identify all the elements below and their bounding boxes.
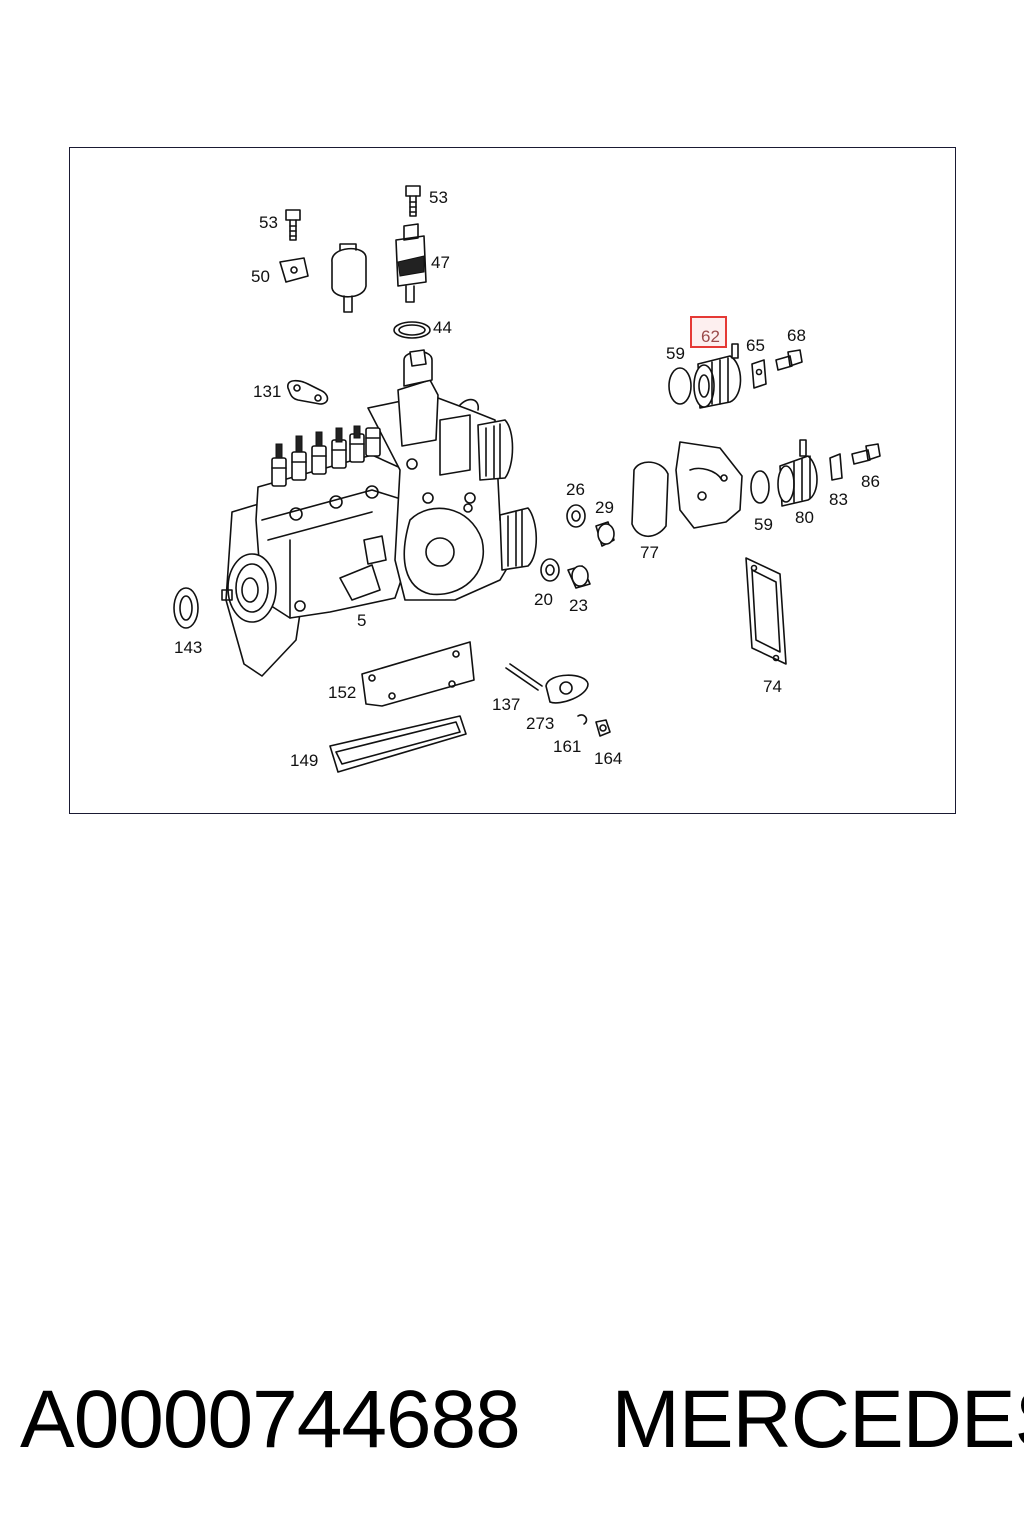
washer-20-inner bbox=[545, 564, 555, 576]
label-20[interactable]: 20 bbox=[534, 590, 553, 609]
label-74[interactable]: 74 bbox=[763, 677, 782, 696]
o-ring-44 bbox=[393, 321, 431, 339]
washer-26-inner bbox=[571, 510, 581, 522]
label-44[interactable]: 44 bbox=[433, 318, 452, 337]
plug-29 bbox=[595, 521, 615, 547]
label-29[interactable]: 29 bbox=[595, 498, 614, 517]
label-149[interactable]: 149 bbox=[290, 751, 318, 770]
washer-26 bbox=[566, 504, 586, 528]
bolt-68 bbox=[775, 349, 803, 371]
gasket-273 bbox=[545, 674, 589, 704]
label-65[interactable]: 65 bbox=[746, 336, 765, 355]
stud-137 bbox=[505, 663, 543, 691]
coupling-62 bbox=[668, 343, 742, 409]
bolt-53-left bbox=[285, 209, 301, 241]
clip-65 bbox=[751, 359, 767, 389]
label-77[interactable]: 77 bbox=[640, 543, 659, 562]
label-26[interactable]: 26 bbox=[566, 480, 585, 499]
governor-cover bbox=[675, 441, 743, 529]
label-164[interactable]: 164 bbox=[594, 749, 622, 768]
gasket-149 bbox=[329, 715, 467, 773]
washer-161 bbox=[577, 714, 588, 725]
label-143[interactable]: 143 bbox=[174, 638, 202, 657]
seal-ring-143 bbox=[173, 587, 199, 629]
vacuum-actuator bbox=[331, 243, 367, 313]
gasket-131 bbox=[287, 379, 329, 405]
o-ring-44-inner bbox=[398, 324, 426, 336]
label-137[interactable]: 137 bbox=[492, 695, 520, 714]
label-53-top[interactable]: 53 bbox=[429, 188, 448, 207]
label-47[interactable]: 47 bbox=[431, 253, 450, 272]
injection-pump-body bbox=[221, 349, 538, 677]
plug-23 bbox=[567, 565, 591, 589]
callout-labels: 53 53 50 47 44 131 62 59 65 68 26 29 77 … bbox=[174, 188, 880, 770]
unit-80 bbox=[777, 439, 818, 507]
delivery-valve-row bbox=[271, 425, 381, 487]
label-83[interactable]: 83 bbox=[829, 490, 848, 509]
label-59-top[interactable]: 59 bbox=[666, 344, 685, 363]
label-53-left[interactable]: 53 bbox=[259, 213, 278, 232]
label-86[interactable]: 86 bbox=[861, 472, 880, 491]
clip-83 bbox=[829, 453, 843, 481]
label-80[interactable]: 80 bbox=[795, 508, 814, 527]
label-152[interactable]: 152 bbox=[328, 683, 356, 702]
label-273[interactable]: 273 bbox=[526, 714, 554, 733]
drive-pulley bbox=[221, 553, 277, 623]
highlight-box-62[interactable] bbox=[690, 316, 727, 348]
bolt-53-top bbox=[405, 185, 421, 217]
brand-name: MERCEDES bbox=[611, 1374, 1024, 1465]
solenoid-valve-47 bbox=[395, 223, 427, 303]
label-5[interactable]: 5 bbox=[357, 611, 366, 630]
gasket-77 bbox=[631, 461, 669, 538]
bracket-50 bbox=[279, 257, 309, 283]
bolt-86 bbox=[851, 443, 881, 465]
washer-20 bbox=[540, 558, 560, 582]
label-59-bottom[interactable]: 59 bbox=[754, 515, 773, 534]
nut-164 bbox=[595, 719, 611, 737]
part-number: A0000744688 bbox=[20, 1374, 521, 1465]
label-62[interactable]: 62 bbox=[701, 327, 720, 346]
o-ring-59 bbox=[750, 470, 770, 504]
footer-caption: A0000744688 MERCEDES bbox=[20, 1370, 1024, 1470]
label-131[interactable]: 131 bbox=[253, 382, 281, 401]
cover-plate-152 bbox=[361, 641, 475, 707]
gasket-74 bbox=[745, 557, 787, 665]
label-161[interactable]: 161 bbox=[553, 737, 581, 756]
label-68[interactable]: 68 bbox=[787, 326, 806, 345]
label-23[interactable]: 23 bbox=[569, 596, 588, 615]
housing-bosses bbox=[289, 458, 476, 612]
label-50[interactable]: 50 bbox=[251, 267, 270, 286]
